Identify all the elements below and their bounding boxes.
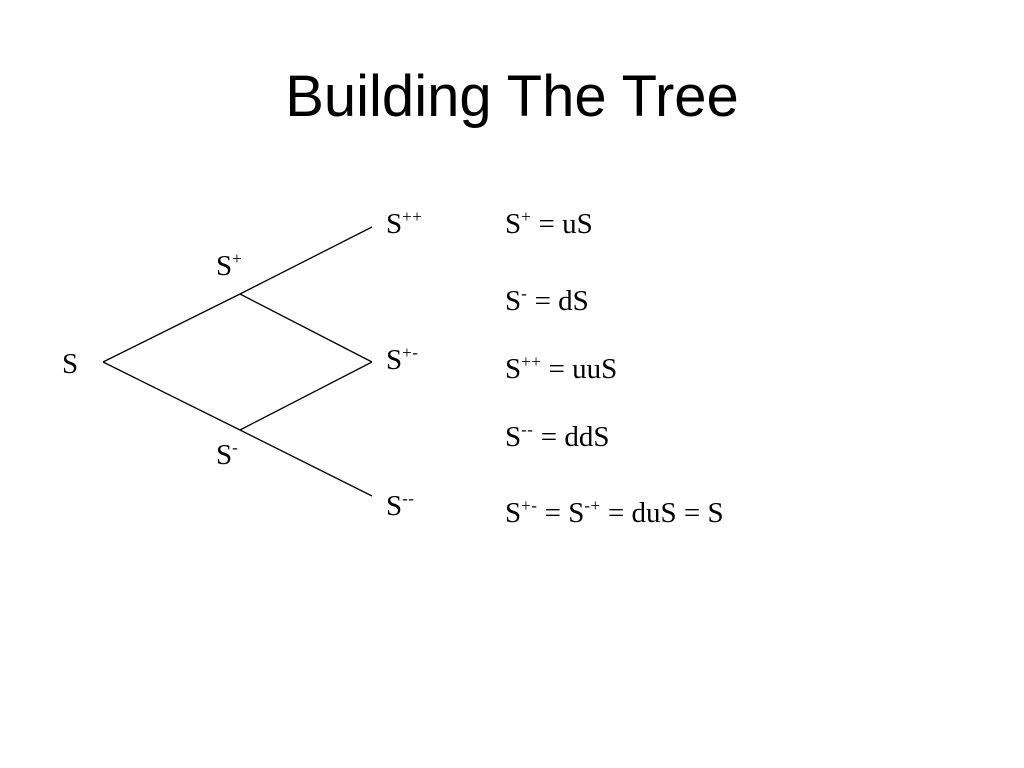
node-down-base: S <box>216 439 233 471</box>
node-root-label: S <box>62 348 78 380</box>
eq-3-base: S <box>505 353 522 385</box>
eq-5-equals-a: = <box>537 497 569 529</box>
node-down-down-base: S <box>386 490 403 522</box>
eq-2-base: S <box>505 285 522 317</box>
eq-5-base-a: S <box>505 497 522 529</box>
eq-4-rhs: = ddS <box>533 421 610 453</box>
node-up-base: S <box>216 250 233 282</box>
node-down-down-sup: -- <box>402 489 415 508</box>
node-up-up-base: S <box>386 208 403 240</box>
branch-up-to-up-up <box>239 226 373 295</box>
branch-down-to-up-down <box>239 361 373 431</box>
node-down-down-label: S-- <box>386 490 414 522</box>
eq-1-base: S <box>505 208 522 240</box>
node-down-sup: - <box>232 438 239 457</box>
equation-down: S- = dS <box>505 285 589 317</box>
eq-5-base-b: S <box>568 497 585 529</box>
eq-4-base: S <box>505 421 522 453</box>
eq-2-sup: - <box>521 284 528 303</box>
branch-root-to-up <box>102 293 241 363</box>
branch-down-to-down-down <box>239 429 373 497</box>
equation-up: S+ = uS <box>505 208 593 240</box>
eq-2-rhs: = dS <box>527 285 589 317</box>
node-root-base: S <box>62 348 79 380</box>
eq-5-rhs: = duS = S <box>600 497 724 529</box>
slide-title: Building The Tree <box>285 64 739 129</box>
eq-3-rhs: = uuS <box>541 353 618 385</box>
equation-down-down: S-- = ddS <box>505 421 609 453</box>
eq-1-sup: + <box>521 207 532 226</box>
node-up-down-label: S+- <box>386 344 418 376</box>
equation-up-up: S++ = uuS <box>505 353 617 385</box>
eq-1-rhs: = uS <box>531 208 593 240</box>
node-up-down-sup: +- <box>402 343 419 362</box>
eq-3-sup: ++ <box>521 352 542 371</box>
node-up-up-sup: ++ <box>402 207 423 226</box>
node-down-label: S- <box>216 439 238 471</box>
node-up-down-base: S <box>386 344 403 376</box>
branch-root-to-down <box>102 361 241 431</box>
branch-up-to-up-down <box>239 293 373 363</box>
eq-5-sup-b: -+ <box>584 496 601 515</box>
equation-up-down: S+- = S-+ = duS = S <box>505 497 724 529</box>
node-up-label: S+ <box>216 250 242 282</box>
eq-4-sup: -- <box>521 420 534 439</box>
node-up-sup: + <box>232 249 243 268</box>
eq-5-sup-a: +- <box>521 496 538 515</box>
node-up-up-label: S++ <box>386 208 422 240</box>
